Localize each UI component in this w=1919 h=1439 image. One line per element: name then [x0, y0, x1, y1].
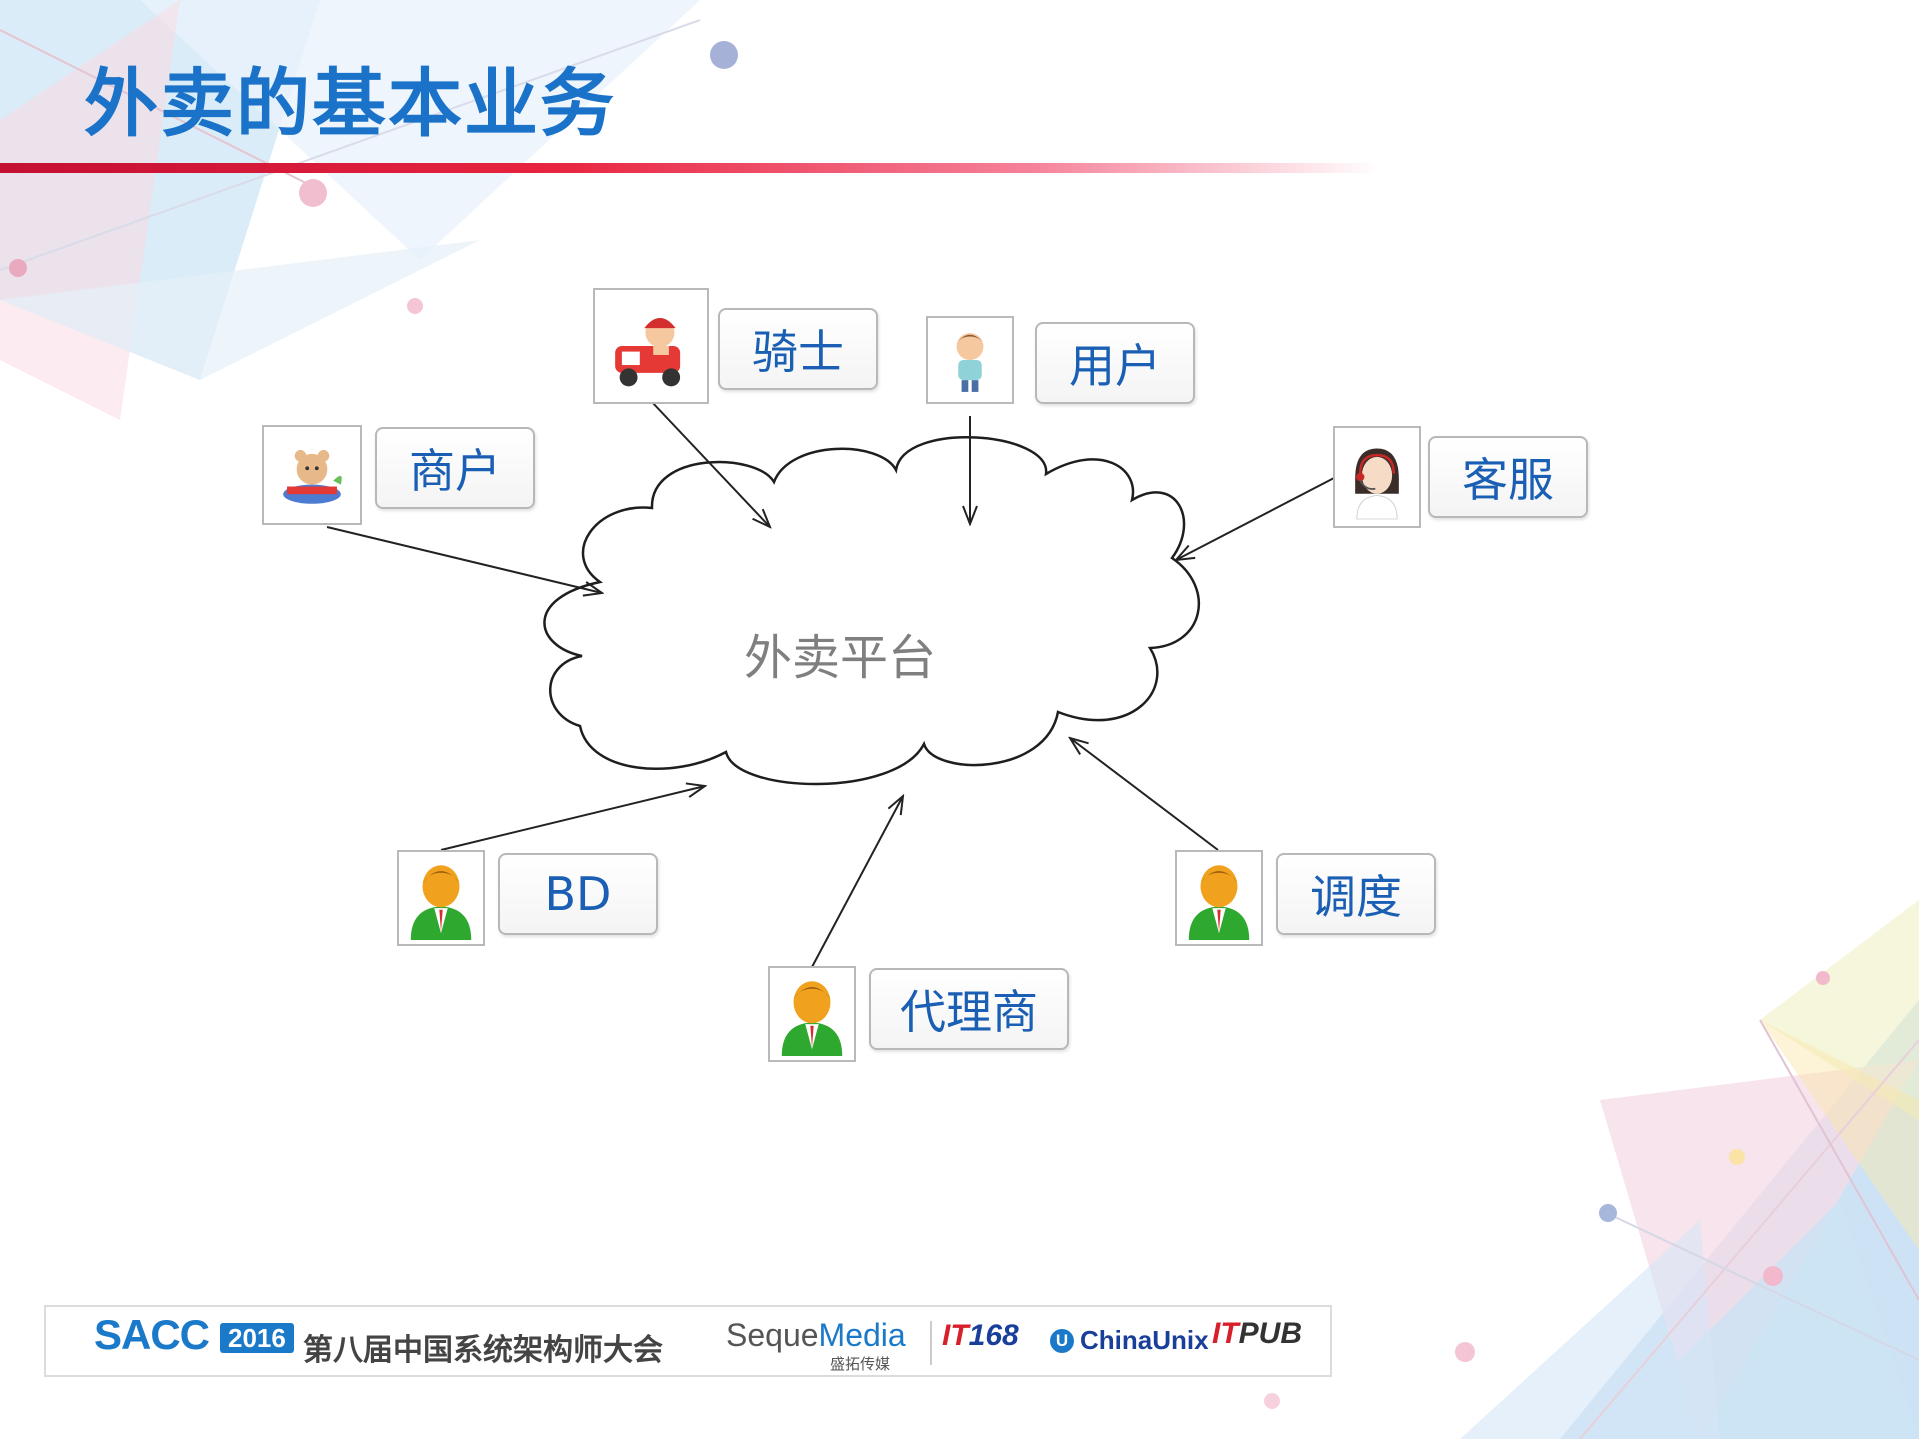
dispatch-person-icon — [1175, 850, 1263, 946]
arrow-merchant — [326, 526, 602, 593]
agent-person-icon — [768, 966, 856, 1062]
customer-service-label: 客服 — [1428, 436, 1588, 518]
arrow-agent — [811, 796, 903, 968]
arrow-rider — [650, 400, 770, 527]
title-underline — [0, 163, 1380, 173]
year-badge: 2016 — [220, 1323, 294, 1353]
merchant-mascot-icon — [262, 425, 362, 525]
it168-num: 168 — [968, 1319, 1019, 1352]
conference-name: 第八届中国系统架构师大会 — [303, 1333, 663, 1368]
itpub-pub: PUB — [1238, 1317, 1303, 1350]
merchant-label: 商户 — [375, 427, 535, 509]
seque-text: Seque — [726, 1317, 819, 1353]
arrow-dispatch — [1070, 738, 1219, 851]
it168-logo: IT168 — [942, 1319, 1019, 1353]
sacc-logo: SACC — [94, 1311, 210, 1358]
itpub-logo: ITPUB — [1212, 1317, 1302, 1351]
headset-agent-icon — [1333, 426, 1421, 528]
sponsor-footer: SACC 2016 第八届中国系统架构师大会 SequeMedia 盛拓传媒 I… — [44, 1305, 1332, 1377]
sequemedia-logo: SequeMedia — [726, 1317, 906, 1354]
media-text: Media — [818, 1317, 906, 1353]
agent-label: 代理商 — [869, 968, 1069, 1050]
itpub-it: IT — [1212, 1317, 1239, 1350]
chinaunix-icon: U — [1050, 1329, 1074, 1353]
sequemedia-cn: 盛拓传媒 — [830, 1355, 891, 1373]
rider-label: 骑士 — [718, 308, 878, 390]
arrow-customer-service — [1176, 477, 1335, 560]
user-label: 用户 — [1035, 322, 1195, 404]
chinaunix-logo: ChinaUnix — [1080, 1325, 1209, 1355]
footer-divider — [930, 1321, 932, 1365]
platform-cloud — [543, 436, 1200, 786]
slide-title: 外卖的基本业务 — [84, 61, 616, 147]
bd-label: BD — [498, 853, 658, 935]
delivery-rider-icon — [593, 288, 709, 404]
platform-label: 外卖平台 — [743, 630, 936, 686]
dispatch-label: 调度 — [1276, 853, 1436, 935]
arrow-bd — [440, 786, 705, 851]
bd-person-icon — [397, 850, 485, 946]
user-person-icon — [926, 316, 1014, 404]
it168-it: IT — [942, 1319, 969, 1352]
